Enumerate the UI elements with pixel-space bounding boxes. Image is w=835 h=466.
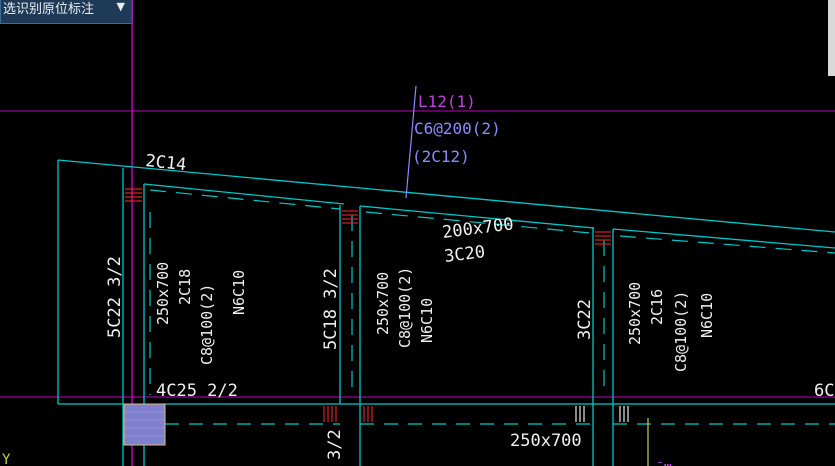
column-block[interactable]: [123, 403, 166, 446]
label-mid-bar: 3C20: [443, 242, 486, 267]
label-col2-stirrup: C8@100(2): [396, 267, 414, 348]
label-col2-size: 250x700: [374, 272, 392, 335]
scrollbar[interactable]: [828, 0, 835, 76]
callout-stirrup: C6@200(2): [414, 119, 501, 138]
label-right-edge: 6C: [814, 381, 834, 401]
callout-beam-name: L12(1): [418, 92, 476, 111]
label-col1-bar: 2C18: [176, 269, 194, 305]
label-bottom-left-bar: 4C25 2/2: [156, 381, 238, 401]
white-hatch-marks: [575, 406, 649, 466]
label-top-left-bar: 2C14: [144, 151, 187, 175]
label-col1-stirrup: C8@100(2): [198, 284, 216, 365]
callout-top-bar: (2C12): [412, 147, 470, 166]
beam-outline: [57, 159, 835, 466]
axis-label-y: Y: [2, 452, 11, 466]
hatch-marks: [125, 188, 611, 422]
callout-fragment: -…: [656, 455, 672, 466]
label-col4-stirrup: C8@100(2): [672, 291, 690, 372]
label-col2-side-bar: N6C10: [418, 298, 436, 343]
label-col4-size: 250x700: [626, 282, 644, 345]
label-bottom-partial: 3/2: [325, 429, 345, 460]
label-col4-bar: 2C16: [648, 289, 666, 325]
label-col1-size: 250x700: [154, 262, 172, 325]
mode-dropdown[interactable]: 选识别原位标注 ▼: [0, 0, 133, 24]
label-col1-side-bar: N6C10: [230, 270, 248, 315]
label-col4-side-bar: N6C10: [698, 293, 716, 338]
label-col2-side: 5C18 3/2: [321, 268, 341, 350]
callout-leader: [405, 85, 417, 199]
beam-dashed-lines: [149, 189, 835, 395]
chevron-down-icon: ▼: [116, 0, 125, 13]
label-col1-side: 5C22 3/2: [105, 256, 125, 338]
column-block-pattern: [124, 411, 165, 437]
label-bottom-size: 250x700: [510, 431, 582, 451]
label-mid-size: 200x700: [441, 214, 515, 243]
mode-dropdown-label: 选识别原位标注: [3, 2, 95, 17]
label-col3-side: 3C22: [575, 299, 595, 340]
